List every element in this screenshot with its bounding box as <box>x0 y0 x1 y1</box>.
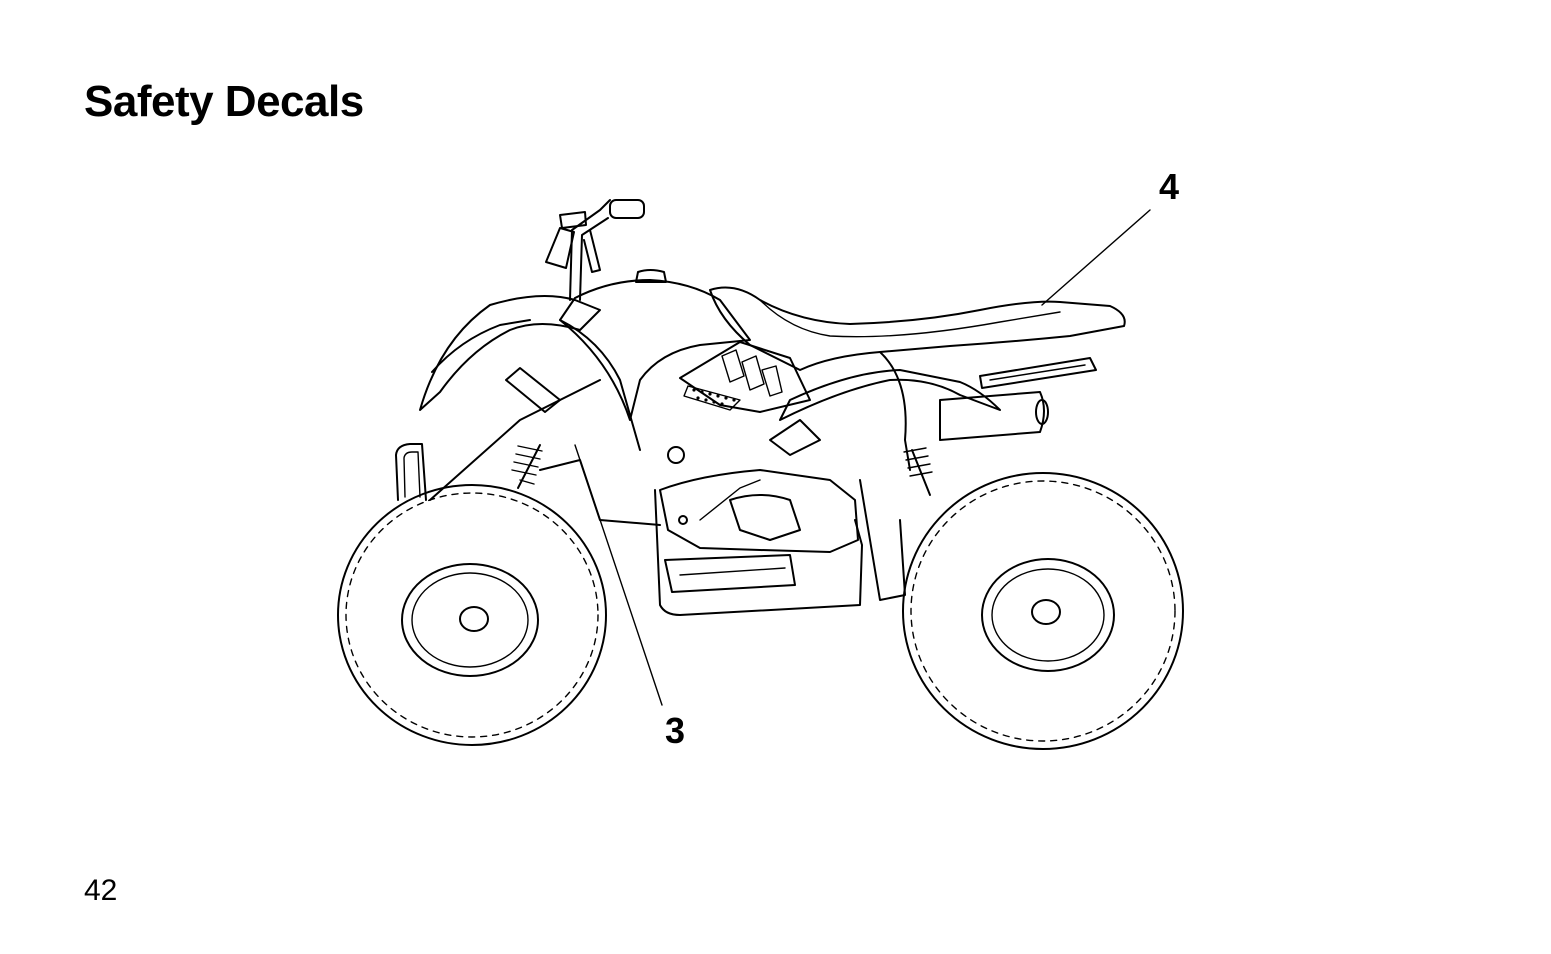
page-title: Safety Decals <box>84 76 364 128</box>
callout-label-3: 3 <box>665 711 685 751</box>
side-panel <box>680 342 810 412</box>
engine <box>660 447 858 552</box>
fuel-tank <box>560 280 750 420</box>
callout-label-4: 4 <box>1159 167 1179 207</box>
seat <box>710 288 1125 370</box>
front-shock-absorber <box>506 368 560 488</box>
page-number: 42 <box>84 873 117 909</box>
rear-fender <box>770 352 1000 470</box>
atv-side-view-icon <box>320 160 1220 800</box>
rear-rack <box>980 358 1096 388</box>
front-wheel <box>338 485 606 745</box>
handlebar <box>546 200 644 300</box>
rear-wheel <box>903 473 1183 749</box>
callout-3-leader-line <box>575 445 662 705</box>
front-bumper <box>396 444 426 500</box>
callout-4-leader-line <box>1042 210 1150 305</box>
muffler <box>940 392 1048 440</box>
